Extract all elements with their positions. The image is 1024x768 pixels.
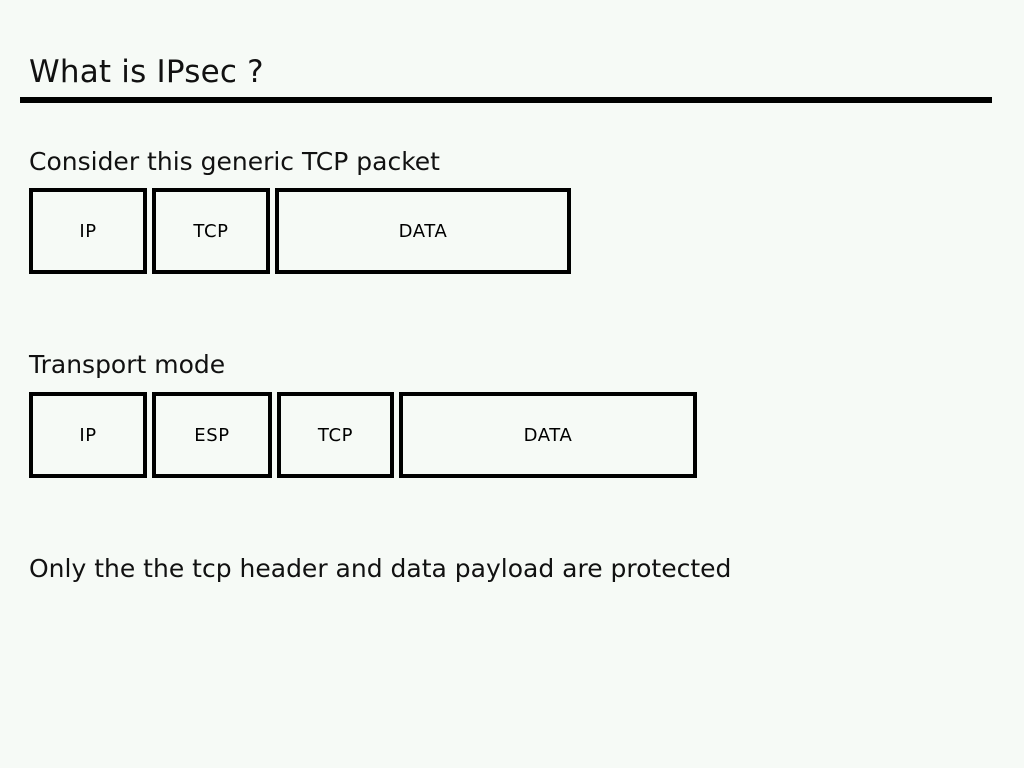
- transport-mode-packet-diagram: IP ESP TCP DATA: [29, 392, 697, 478]
- page-title: What is IPsec ?: [29, 54, 264, 90]
- transport-field-tcp: TCP: [277, 392, 394, 478]
- title-divider: [20, 97, 992, 103]
- transport-field-data: DATA: [399, 392, 697, 478]
- generic-packet-diagram: IP TCP DATA: [29, 188, 571, 274]
- transport-field-esp: ESP: [152, 392, 272, 478]
- transport-mode-caption: Transport mode: [29, 350, 226, 379]
- packet-field-ip: IP: [29, 188, 147, 274]
- protection-note: Only the the tcp header and data payload…: [29, 554, 732, 583]
- transport-field-ip: IP: [29, 392, 147, 478]
- packet-field-tcp: TCP: [152, 188, 270, 274]
- packet-field-data: DATA: [275, 188, 571, 274]
- generic-packet-caption: Consider this generic TCP packet: [29, 147, 440, 176]
